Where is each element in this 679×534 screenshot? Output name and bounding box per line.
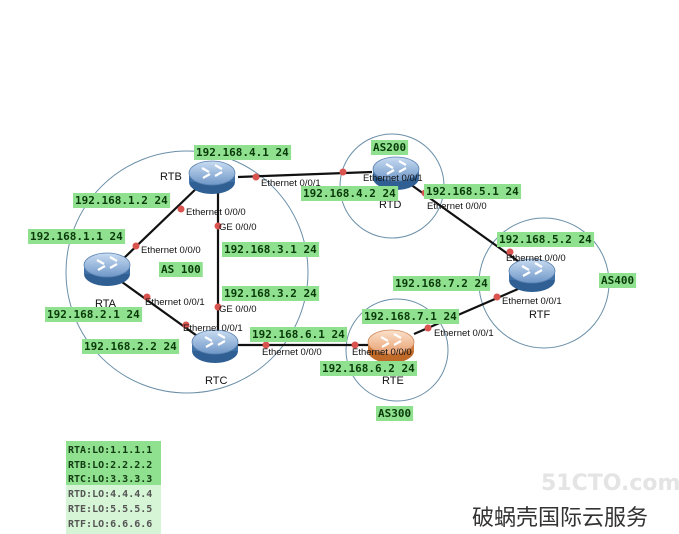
- link-rta-rtc: [121, 281, 201, 339]
- label-background: [159, 262, 203, 277]
- iface-rtf-e001: Ethernet 0/0/1: [502, 296, 562, 307]
- router-name-rtd: RTD: [379, 199, 401, 211]
- ip-label-rtc-e000: 192.168.6.1 24: [252, 328, 345, 341]
- router-rtb-icon[interactable]: [187, 159, 237, 196]
- ip-label-rtf-e001: 192.168.7.2 24: [395, 277, 488, 290]
- ip-label-rtc-e001: 192.168.2.2 24: [84, 340, 177, 353]
- as100-label: AS 100: [161, 263, 201, 276]
- iface-rtc-e001: Ethernet 0/0/1: [183, 323, 243, 334]
- iface-rte-e001: Ethernet 0/0/1: [434, 328, 494, 339]
- iface-rtc-e000: Ethernet 0/0/0: [262, 347, 322, 358]
- as100-boundary: [65, 150, 309, 394]
- ip-label-rtf-e000: 192.168.5.2 24: [499, 233, 592, 246]
- label-background: [45, 307, 143, 322]
- iface-rta-e001: Ethernet 0/0/1: [145, 297, 205, 308]
- iface-rtf-e000: Ethernet 0/0/0: [506, 253, 566, 264]
- ip-label-rtb-e000: 192.168.1.2 24: [75, 194, 168, 207]
- ip-label-rtb-e001: 192.168.4.1 24: [196, 146, 289, 159]
- label-background: [599, 273, 637, 288]
- router-name-rtf: RTF: [529, 309, 550, 321]
- router-name-rtc: RTC: [205, 375, 227, 387]
- label-background: [301, 186, 399, 201]
- ip-label-rtc-ge: 192.168.3.2 24: [224, 287, 317, 300]
- iface-rtd-e000: Ethernet 0/0/0: [427, 201, 487, 212]
- ip-label-rte-e000: 192.168.6.2 24: [322, 362, 415, 375]
- watermark-text: 破蜗壳国际云服务: [472, 506, 648, 531]
- ip-label-rta-e001: 192.168.2.1 24: [47, 308, 140, 321]
- label-background: [73, 193, 171, 208]
- loopback-rta: RTA:LO:1.1.1.1: [68, 445, 152, 456]
- ip-label-rtb-ge: 192.168.3.1 24: [224, 243, 317, 256]
- iface-rta-e000: Ethernet 0/0/0: [141, 245, 201, 256]
- router-name-rte: RTE: [382, 375, 404, 387]
- label-background: [222, 286, 320, 301]
- as300-boundary: [345, 298, 449, 402]
- label-background: [194, 145, 292, 160]
- label-background: [28, 229, 126, 244]
- loopback-list: RTA:LO:1.1.1.1 RTB:LO:2.2.2.2 RTC:LO:3.3…: [66, 441, 161, 534]
- label-background: [376, 406, 414, 421]
- loopback-rtb: RTB:LO:2.2.2.2: [68, 460, 152, 471]
- label-background: [371, 140, 409, 155]
- label-background: [320, 361, 418, 376]
- iface-rtb-e000: Ethernet 0/0/0: [186, 207, 246, 218]
- ip-label-rtd-e001: 192.168.4.2 24: [303, 187, 396, 200]
- label-background: [250, 327, 348, 342]
- link-rtb-rtd: [237, 170, 373, 179]
- ip-label-rtd-e000: 192.168.5.1 24: [426, 185, 519, 198]
- iface-rtc-ge: GE 0/0/0: [219, 304, 257, 315]
- label-background: [362, 309, 460, 324]
- label-background: [424, 184, 522, 199]
- iface-rtd-e001: Ethernet 0/0/1: [363, 173, 423, 184]
- port-dots: [132, 168, 514, 349]
- as400-label: AS400: [601, 274, 634, 287]
- iface-rtb-e001: Ethernet 0/0/1: [261, 178, 321, 189]
- label-background: [222, 242, 320, 257]
- loopback-rtd: RTD:LO:4.4.4.4: [68, 489, 152, 500]
- label-background: [82, 339, 180, 354]
- as300-label: AS300: [378, 407, 411, 420]
- iface-rte-e000: Ethernet 0/0/0: [352, 347, 412, 358]
- link-rte-rtf: [413, 287, 519, 336]
- label-background: [497, 232, 595, 247]
- label-background: [393, 276, 491, 291]
- ip-label-rte-e001: 192.168.7.1 24: [364, 310, 457, 323]
- loopback-rtf: RTF:LO:6.6.6.6: [68, 519, 152, 530]
- ip-label-rta-e000: 192.168.1.1 24: [30, 230, 123, 243]
- router-rtc-icon[interactable]: [190, 328, 240, 365]
- router-name-rtb: RTB: [160, 171, 182, 183]
- loopback-rtc: RTC:LO:3.3.3.3: [68, 474, 152, 485]
- iface-rtb-ge: GE 0/0/0: [219, 222, 257, 233]
- router-rta-icon[interactable]: [82, 251, 132, 288]
- watermark-site: 51CTO.com: [541, 471, 679, 496]
- as200-label: AS200: [373, 141, 406, 154]
- loopback-rte: RTE:LO:5.5.5.5: [68, 504, 152, 515]
